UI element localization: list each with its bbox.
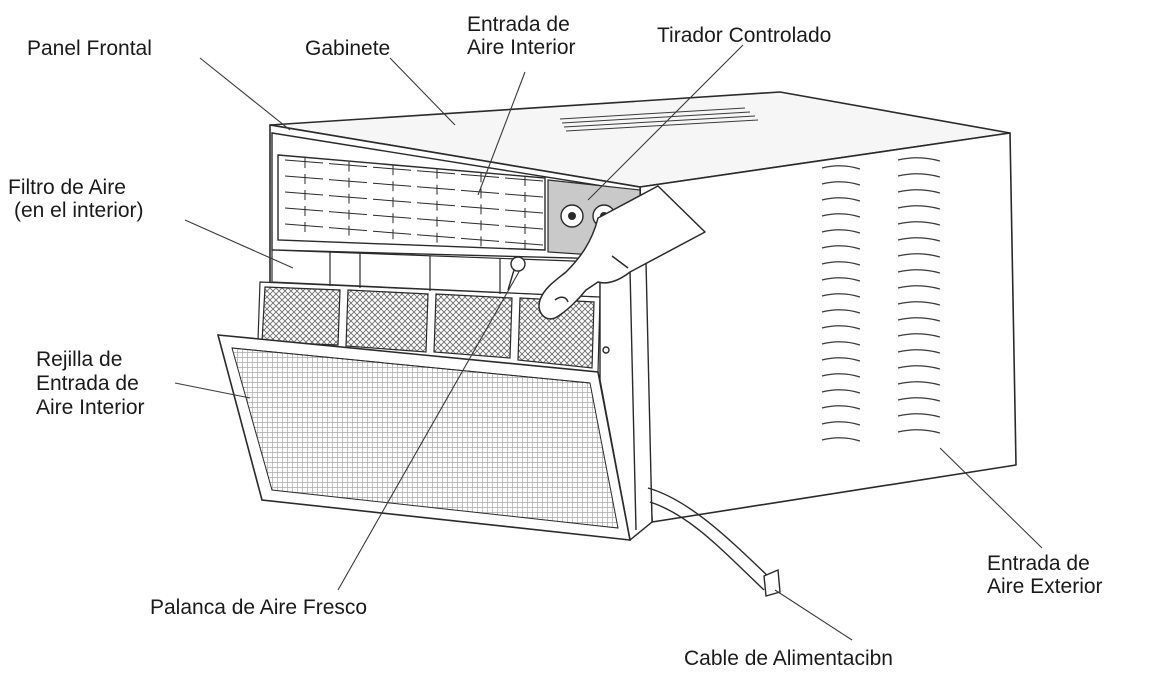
louver-slat <box>821 293 861 298</box>
label-tirador-controlado: Tirador Controlado <box>657 24 831 47</box>
louver-slat <box>821 389 861 394</box>
louver-slat <box>821 421 861 426</box>
louver-blade <box>372 230 412 235</box>
front-frame-right <box>599 261 653 542</box>
louver-blade <box>460 189 500 194</box>
hand-illustration <box>538 185 706 320</box>
louver-slat <box>897 285 941 290</box>
label-panel-frontal: Panel Frontal <box>27 37 152 60</box>
louver-slat <box>821 405 861 410</box>
louver-slat <box>897 189 941 194</box>
louver-slat <box>897 381 941 386</box>
louver-slat <box>821 261 861 266</box>
louver-slat <box>897 205 941 210</box>
louver-slat <box>821 165 861 170</box>
label-palanca: Palanca de Aire Fresco <box>150 596 367 619</box>
air-filter <box>257 281 601 373</box>
louver-slat <box>897 253 941 258</box>
louver-slat <box>821 213 861 218</box>
leader-lines <box>174 44 1043 641</box>
indoor-air-louvers <box>284 158 544 250</box>
label-line: Entrada de <box>36 372 139 395</box>
louver-blade <box>416 234 456 239</box>
louver-slat <box>897 317 941 322</box>
louver-blade <box>416 186 456 191</box>
louver-slat <box>897 333 941 338</box>
label-line: (en el interior) <box>14 199 144 222</box>
louver-blade <box>504 241 544 246</box>
louver-slat <box>821 309 861 314</box>
louver-blade <box>460 205 500 210</box>
label-rejilla: Rejilla de Entrada de Aire Interior <box>36 348 145 420</box>
louver-slat <box>897 301 941 306</box>
louver-slat <box>897 429 941 434</box>
louver-slat <box>897 365 941 370</box>
louver-blade <box>372 182 412 187</box>
louver-blade <box>416 170 456 175</box>
louver-blade <box>372 214 412 219</box>
louver-blade <box>284 159 324 164</box>
louver-blade <box>460 173 500 178</box>
label-line: Gabinete <box>305 37 391 60</box>
louver-blade <box>328 195 368 200</box>
label-line: Aire Exterior <box>987 575 1103 598</box>
louver-blade <box>372 198 412 203</box>
louver-blade <box>504 225 544 230</box>
louver-slat <box>821 325 861 330</box>
louver-blade <box>284 223 324 228</box>
outdoor-air-louvers <box>821 157 941 442</box>
louver-blade <box>328 227 368 232</box>
label-line: Filtro de Aire <box>8 176 126 199</box>
louver-blade <box>328 179 368 184</box>
louver-slat <box>821 277 861 282</box>
louver-blade <box>284 175 324 180</box>
louver-slat <box>897 349 941 354</box>
label-cable: Cable de Alimentacibn <box>684 647 893 670</box>
label-line: Palanca de Aire Fresco <box>150 596 368 619</box>
louver-slat <box>821 245 861 250</box>
louver-slat <box>897 221 941 226</box>
louver-blade <box>328 211 368 216</box>
label-line: Entrada de <box>987 552 1090 575</box>
label-filtro-aire: Filtro de Aire (en el interior) <box>8 176 144 222</box>
fresh-air-lever <box>507 256 526 291</box>
louver-slat <box>821 181 861 186</box>
louver-slat <box>821 229 861 234</box>
louver-blade <box>328 163 368 168</box>
louver-slat <box>821 373 861 378</box>
louver-blade <box>504 177 544 182</box>
louver-slat <box>897 237 941 242</box>
label-line: Aire Interior <box>36 396 145 419</box>
label-line: Tirador Controlado <box>657 24 832 47</box>
louver-blade <box>460 237 500 242</box>
louver-blade <box>284 207 324 212</box>
louver-blade <box>504 209 544 214</box>
louver-slat <box>821 357 861 362</box>
louver-slat <box>821 341 861 346</box>
louver-slat <box>897 157 941 162</box>
label-line: Aire Interior <box>467 36 576 59</box>
label-gabinete: Gabinete <box>305 37 390 60</box>
louver-slat <box>821 197 861 202</box>
louver-blade <box>460 221 500 226</box>
louver-blade <box>284 191 324 196</box>
label-line: Cable de Alimentacibn <box>684 647 893 670</box>
label-entrada-aire-interior: Entrada de Aire Interior <box>467 13 576 59</box>
louver-slat <box>897 413 941 418</box>
louver-slat <box>821 437 861 442</box>
louver-slat <box>897 269 941 274</box>
label-entrada-aire-exterior: Entrada de Aire Exterior <box>987 552 1103 598</box>
power-cable <box>647 487 781 597</box>
louver-blade <box>416 218 456 223</box>
louver-blade <box>504 193 544 198</box>
label-line: Entrada de <box>467 13 570 36</box>
louver-blade <box>372 166 412 171</box>
louver-slat <box>897 173 941 178</box>
louver-slat <box>897 397 941 402</box>
label-line: Panel Frontal <box>27 37 152 60</box>
label-line: Rejilla de <box>36 348 123 371</box>
louver-blade <box>416 202 456 207</box>
